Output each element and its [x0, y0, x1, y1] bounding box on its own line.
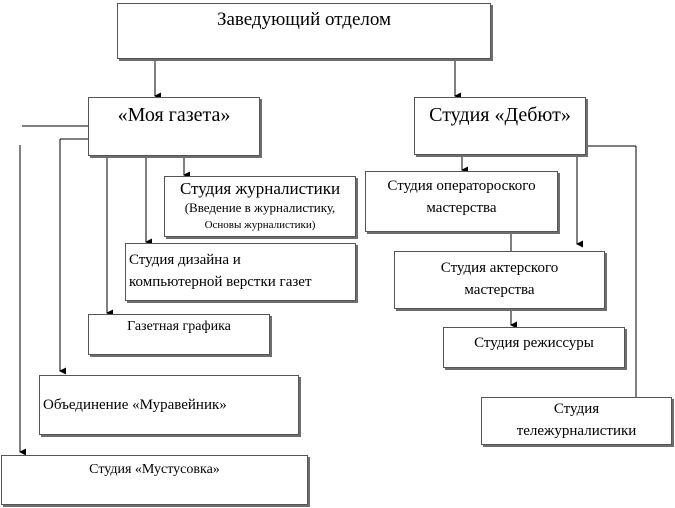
node-muraveinik-label: Объединение «Муравейник» [43, 397, 227, 413]
node-tv-line-2: тележурналистики [516, 423, 637, 439]
node-journalism-detail-1: (Введение в журналистику, [184, 200, 336, 216]
node-head: Заведующий отделом [117, 3, 491, 59]
node-muraveinik: Объединение «Муравейник» [39, 375, 299, 435]
node-mustusovka-label: Студия «Мустусовка» [89, 462, 220, 477]
node-actor-line-2: мастерства [464, 282, 535, 298]
node-mustusovka: Студия «Мустусовка» [1, 455, 308, 505]
node-operator-line-1: Студия оператороского [387, 178, 536, 194]
node-journalism-title: Студия журналистики [179, 179, 341, 198]
node-graphics: Газетная графика [88, 314, 270, 355]
node-head-label: Заведующий отделом [216, 9, 392, 30]
node-design-line-2: компьютерной верстки газет [129, 274, 312, 290]
node-tv-line-1: Студия [553, 401, 600, 418]
node-design-line-1: Студия дизайна и [129, 252, 241, 269]
node-design: Студия дизайна и компьютерной верстки га… [125, 243, 356, 301]
node-debut-label: Студия «Дебют» [429, 104, 571, 126]
node-operator-line-2: мастерства [426, 199, 497, 216]
node-director-label: Студия режиссуры [474, 335, 594, 351]
node-tv: Студия тележурналистики [481, 397, 672, 445]
node-journalism: Студия журналистики (Введение в журналис… [164, 176, 356, 237]
node-gazeta-label: «Моя газета» [117, 104, 231, 126]
node-journalism-detail-2: Основы журналистики) [204, 218, 316, 231]
node-director: Студия режиссуры [443, 327, 625, 368]
node-operator: Студия оператороского мастерства [365, 171, 558, 232]
node-debut: Студия «Дебют» [414, 97, 586, 155]
node-graphics-label: Газетная графика [127, 319, 231, 334]
node-actor-line-1: Студия актерского [440, 260, 559, 277]
node-gazeta: «Моя газета» [88, 97, 260, 156]
node-actor: Студия актерского мастерства [394, 251, 605, 309]
